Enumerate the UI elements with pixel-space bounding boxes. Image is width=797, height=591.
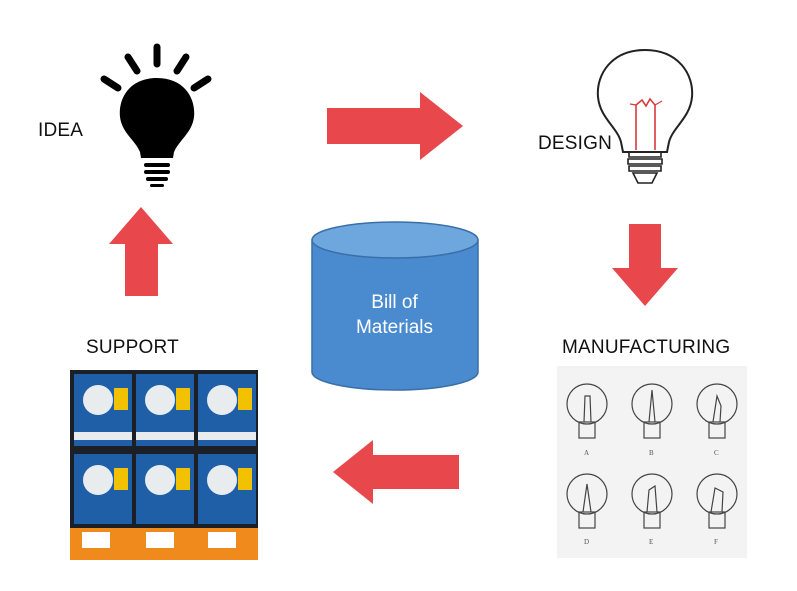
arrow-right	[327, 92, 463, 160]
price-tag	[146, 532, 174, 548]
design-label: DESIGN	[538, 133, 613, 154]
sketch-tag-a: A	[584, 449, 590, 457]
led-box	[74, 374, 132, 446]
sketch-tag-c: C	[714, 449, 719, 457]
price-tag	[208, 532, 236, 548]
sketch-bulb-icon	[696, 383, 738, 439]
arrow-up	[109, 207, 173, 296]
sketch-tag-e: E	[649, 538, 654, 546]
database-label-line2: Materials	[355, 317, 434, 338]
led-box	[74, 454, 132, 524]
price-tag	[82, 532, 110, 548]
sketch-bulb-icon	[631, 473, 673, 529]
support-photo	[70, 370, 258, 560]
led-box	[198, 374, 256, 446]
database-label: Bill of Materials	[312, 290, 477, 340]
database-cylinder	[311, 221, 479, 391]
arrow-down	[612, 224, 678, 306]
design-bulb-icon	[596, 48, 694, 184]
idea-bulb-icon	[100, 43, 212, 187]
led-box	[136, 374, 194, 446]
sketch-tag-f: F	[714, 538, 718, 546]
support-label: SUPPORT	[86, 337, 179, 358]
sketch-bulb-icon	[631, 383, 673, 439]
led-box	[136, 454, 194, 524]
arrow-left	[333, 440, 459, 504]
sketch-tag-d: D	[584, 538, 590, 546]
sketch-tag-b: B	[649, 449, 654, 457]
manufacturing-sketch: A B C D E F	[557, 366, 747, 558]
sketch-bulb-icon	[566, 473, 608, 529]
database-label-line1: Bill of	[371, 292, 418, 313]
manufacturing-label: MANUFACTURING	[562, 337, 731, 358]
led-box	[198, 454, 256, 524]
sketch-bulb-icon	[566, 383, 608, 439]
sketch-bulb-icon	[696, 473, 738, 529]
idea-label: IDEA	[38, 120, 84, 141]
